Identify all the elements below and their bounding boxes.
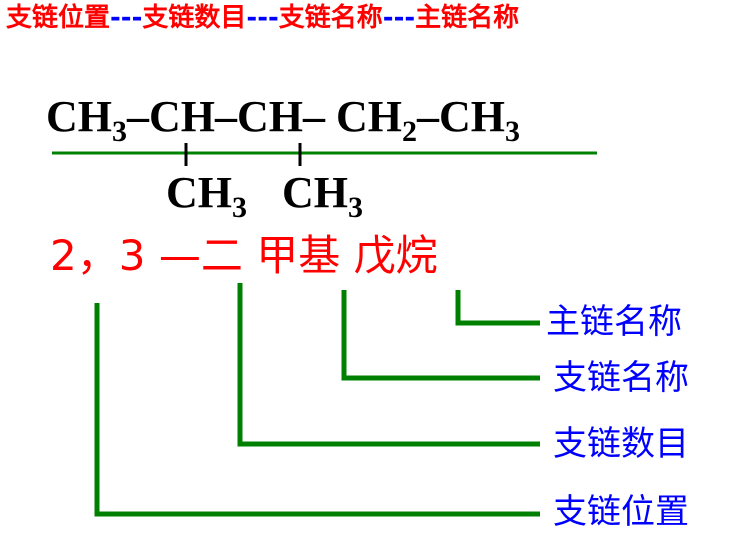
header-separator: --- xyxy=(382,3,416,33)
bond-1-2: – xyxy=(127,92,149,141)
name-substituent: 甲基 xyxy=(256,231,341,280)
name-dash: — xyxy=(158,231,201,280)
group-c2: CH xyxy=(149,92,215,141)
group-c1-subscript: 3 xyxy=(112,115,127,148)
main-chain-formula: CH3–CH–CH– CH2–CH3 xyxy=(46,92,520,147)
group-c1: CH xyxy=(46,92,112,141)
group-c4: CH xyxy=(336,92,402,141)
header-part-main-chain-name: 主链名称 xyxy=(415,3,520,33)
group-c5: CH xyxy=(439,92,505,141)
bond-2-3: – xyxy=(215,92,237,141)
compound-name: 2，3 —二 甲基 戊烷 xyxy=(50,228,438,284)
header-separator: --- xyxy=(246,3,279,33)
branch-1-subscript: 3 xyxy=(232,191,247,224)
header-title: 支链位置---支链数目---支链名称---主链名称 xyxy=(6,0,519,36)
connector-main-chain-name xyxy=(455,290,540,326)
header-part-branch-count: 支链数目 xyxy=(142,3,247,33)
name-count: 二 xyxy=(200,231,243,280)
header-separator: --- xyxy=(110,3,143,33)
connector-branch-count xyxy=(237,283,540,447)
bond-4-5: – xyxy=(417,92,439,141)
group-c4-subscript: 2 xyxy=(402,115,417,148)
branch-methyl-2: CH3 xyxy=(282,168,363,223)
label-branch-name: 支链名称 xyxy=(553,358,689,398)
connector-branch-position xyxy=(94,303,540,517)
label-branch-position: 支链位置 xyxy=(553,492,689,532)
branch-2-text: CH xyxy=(282,168,348,217)
header-part-branch-position: 支链位置 xyxy=(6,3,111,33)
group-c3: CH xyxy=(237,92,303,141)
name-positions: 2，3 xyxy=(50,231,146,280)
bond-3-4: – xyxy=(303,92,336,141)
branch-2-subscript: 3 xyxy=(348,191,363,224)
connector-branch-name xyxy=(341,290,540,381)
label-branch-count: 支链数目 xyxy=(553,424,689,464)
header-part-branch-name: 支链名称 xyxy=(278,3,383,33)
label-main-chain-name: 主链名称 xyxy=(546,302,682,342)
branch-methyl-1: CH3 xyxy=(166,168,247,223)
name-parent: 戊烷 xyxy=(353,231,438,280)
group-c5-subscript: 3 xyxy=(505,115,520,148)
branch-1-text: CH xyxy=(166,168,232,217)
